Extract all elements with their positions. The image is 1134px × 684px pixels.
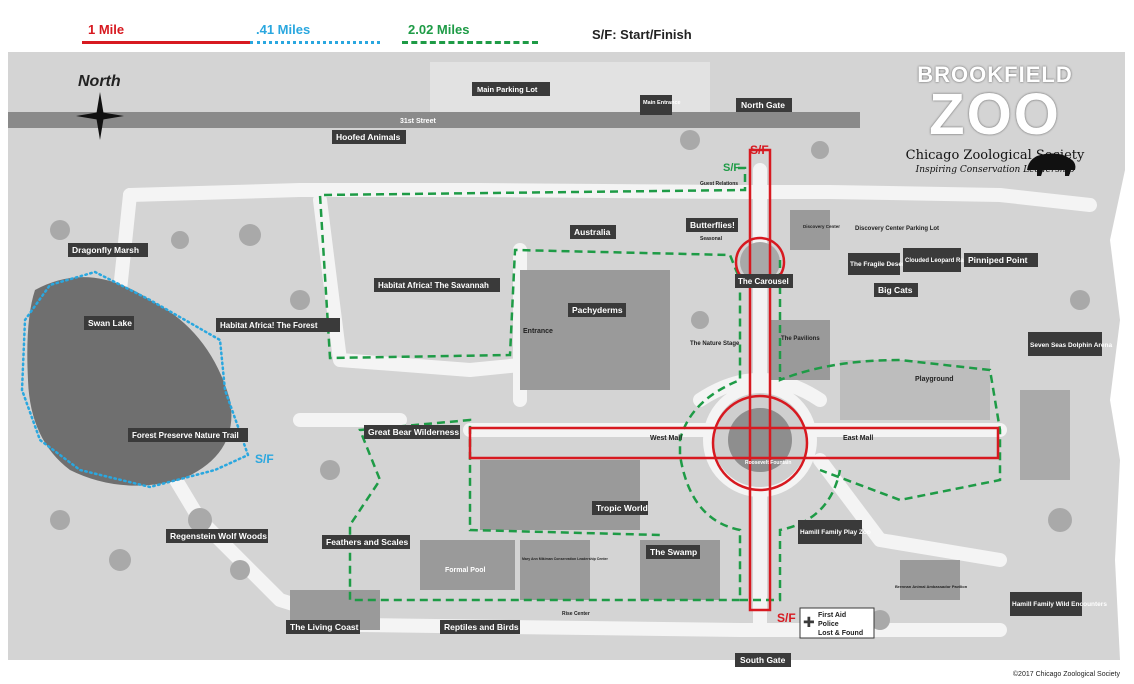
label-regenstein: Regenstein Wolf Woods [170,531,267,541]
label-tropic-world: Tropic World [596,503,648,513]
label-forest-preserve: Forest Preserve Nature Trail [132,431,239,440]
label-hoofed-animals: Hoofed Animals [336,132,401,142]
label-formal-pool: Formal Pool [445,567,486,574]
buildings [290,210,1070,630]
route-red [468,148,1000,612]
legend-sf-label: S/F: Start/Finish [592,27,692,42]
bison-icon [1027,153,1076,176]
sf-marker-south: S/F [777,611,796,625]
label-great-bear: Great Bear Wilderness [368,427,459,437]
label-police: Police [818,621,839,628]
brookfield-zoo-logo: BROOKFIELD ZOO Chicago Zoological Societ… [905,62,1085,176]
roosevelt-fountain [728,408,792,472]
street-label: 31st Street [400,118,436,125]
legend-red-line [82,41,252,44]
label-guest-relations: Guest Relations [700,181,738,187]
legend-blue-line [250,41,380,44]
label-seven-seas: Seven Seas Dolphin Arena [1030,342,1113,349]
label-habitat-savannah: Habitat Africa! The Savannah [378,281,489,290]
label-big-cats: Big Cats [878,285,913,295]
label-west-mall: West Mall [650,435,682,442]
label-clouded-leopard: Clouded Leopard Rain Forest [905,258,989,264]
label-hamill-play-zoo: Hamill Family Play Zoo [800,529,871,536]
label-swamp: The Swamp [650,547,697,557]
map-labels: Main Parking Lot Main Entrance North Gat… [68,82,1113,667]
label-habitat-forest: Habitat Africa! The Forest [220,321,318,330]
label-dragonfly-marsh: Dragonfly Marsh [72,245,139,255]
label-east-mall: East Mall [843,435,873,442]
label-nature-stage: The Nature Stage [690,341,740,347]
first-aid-icon: ✚ [803,614,815,630]
label-roosevelt: Roosevelt Fountain [745,460,791,466]
label-pinniped-point: Pinniped Point [968,255,1028,265]
label-entrance: Entrance [523,328,553,335]
label-living-coast: The Living Coast [290,622,359,632]
sf-marker-north: S/F [750,143,769,157]
legend-green-label: 2.02 Miles [408,22,470,37]
label-playground: Playground [915,376,954,383]
label-rise-center: Rise Center [562,611,590,617]
legend-blue-label: .41 Miles [256,22,311,37]
label-butterflies: Butterflies! [690,220,735,230]
sf-marker-blue: S/F [255,452,274,466]
label-pavilions: The Pavilions [781,336,820,342]
label-discovery-parking: Discovery Center Parking Lot [855,226,939,232]
label-lost-found: Lost & Found [818,630,863,637]
compass-icon: North [76,73,124,140]
legend-green-line [402,41,538,44]
street-31st [8,112,860,128]
legend-red-label: 1 Mile [88,22,125,37]
label-south-gate: South Gate [740,655,786,665]
label-carousel: The Carousel [738,277,789,286]
label-feathers: Feathers and Scales [326,537,408,547]
label-pavilion-ambassador: Brennan Animal Ambassador Pavilion [895,584,968,589]
label-hamill-wild: Hamill Family Wild Encounters [1012,601,1107,608]
logo-line2: ZOO [929,82,1061,147]
label-main-entrance: Main Entrance [643,100,681,106]
sf-marker-green: S/F [723,162,740,174]
route-green [318,166,1002,602]
trees [50,130,1090,630]
label-australia: Australia [574,227,611,237]
label-reptiles: Reptiles and Birds [444,622,519,632]
compass-label: North [78,73,121,90]
label-fragile-desert: The Fragile Desert [850,261,908,268]
label-conservation-center: Mary Ann Mikiman Conservation Leadership… [522,557,608,561]
copyright: ©2017 Chicago Zoological Society [1012,671,1120,678]
label-discovery-center: Discovery Center [803,224,840,229]
label-north-gate: North Gate [741,100,785,110]
label-seasonal: Seasonal [700,236,723,242]
route-blue [20,270,250,489]
logo-line1: BROOKFIELD [917,62,1073,87]
label-swan-lake: Swan Lake [88,318,132,328]
label-first-aid: First Aid [818,612,846,619]
label-main-parking-lot: Main Parking Lot [477,85,538,94]
label-pachyderms: Pachyderms [572,305,623,315]
logo-tagline: Inspiring Conservation Leadership [915,165,1075,175]
